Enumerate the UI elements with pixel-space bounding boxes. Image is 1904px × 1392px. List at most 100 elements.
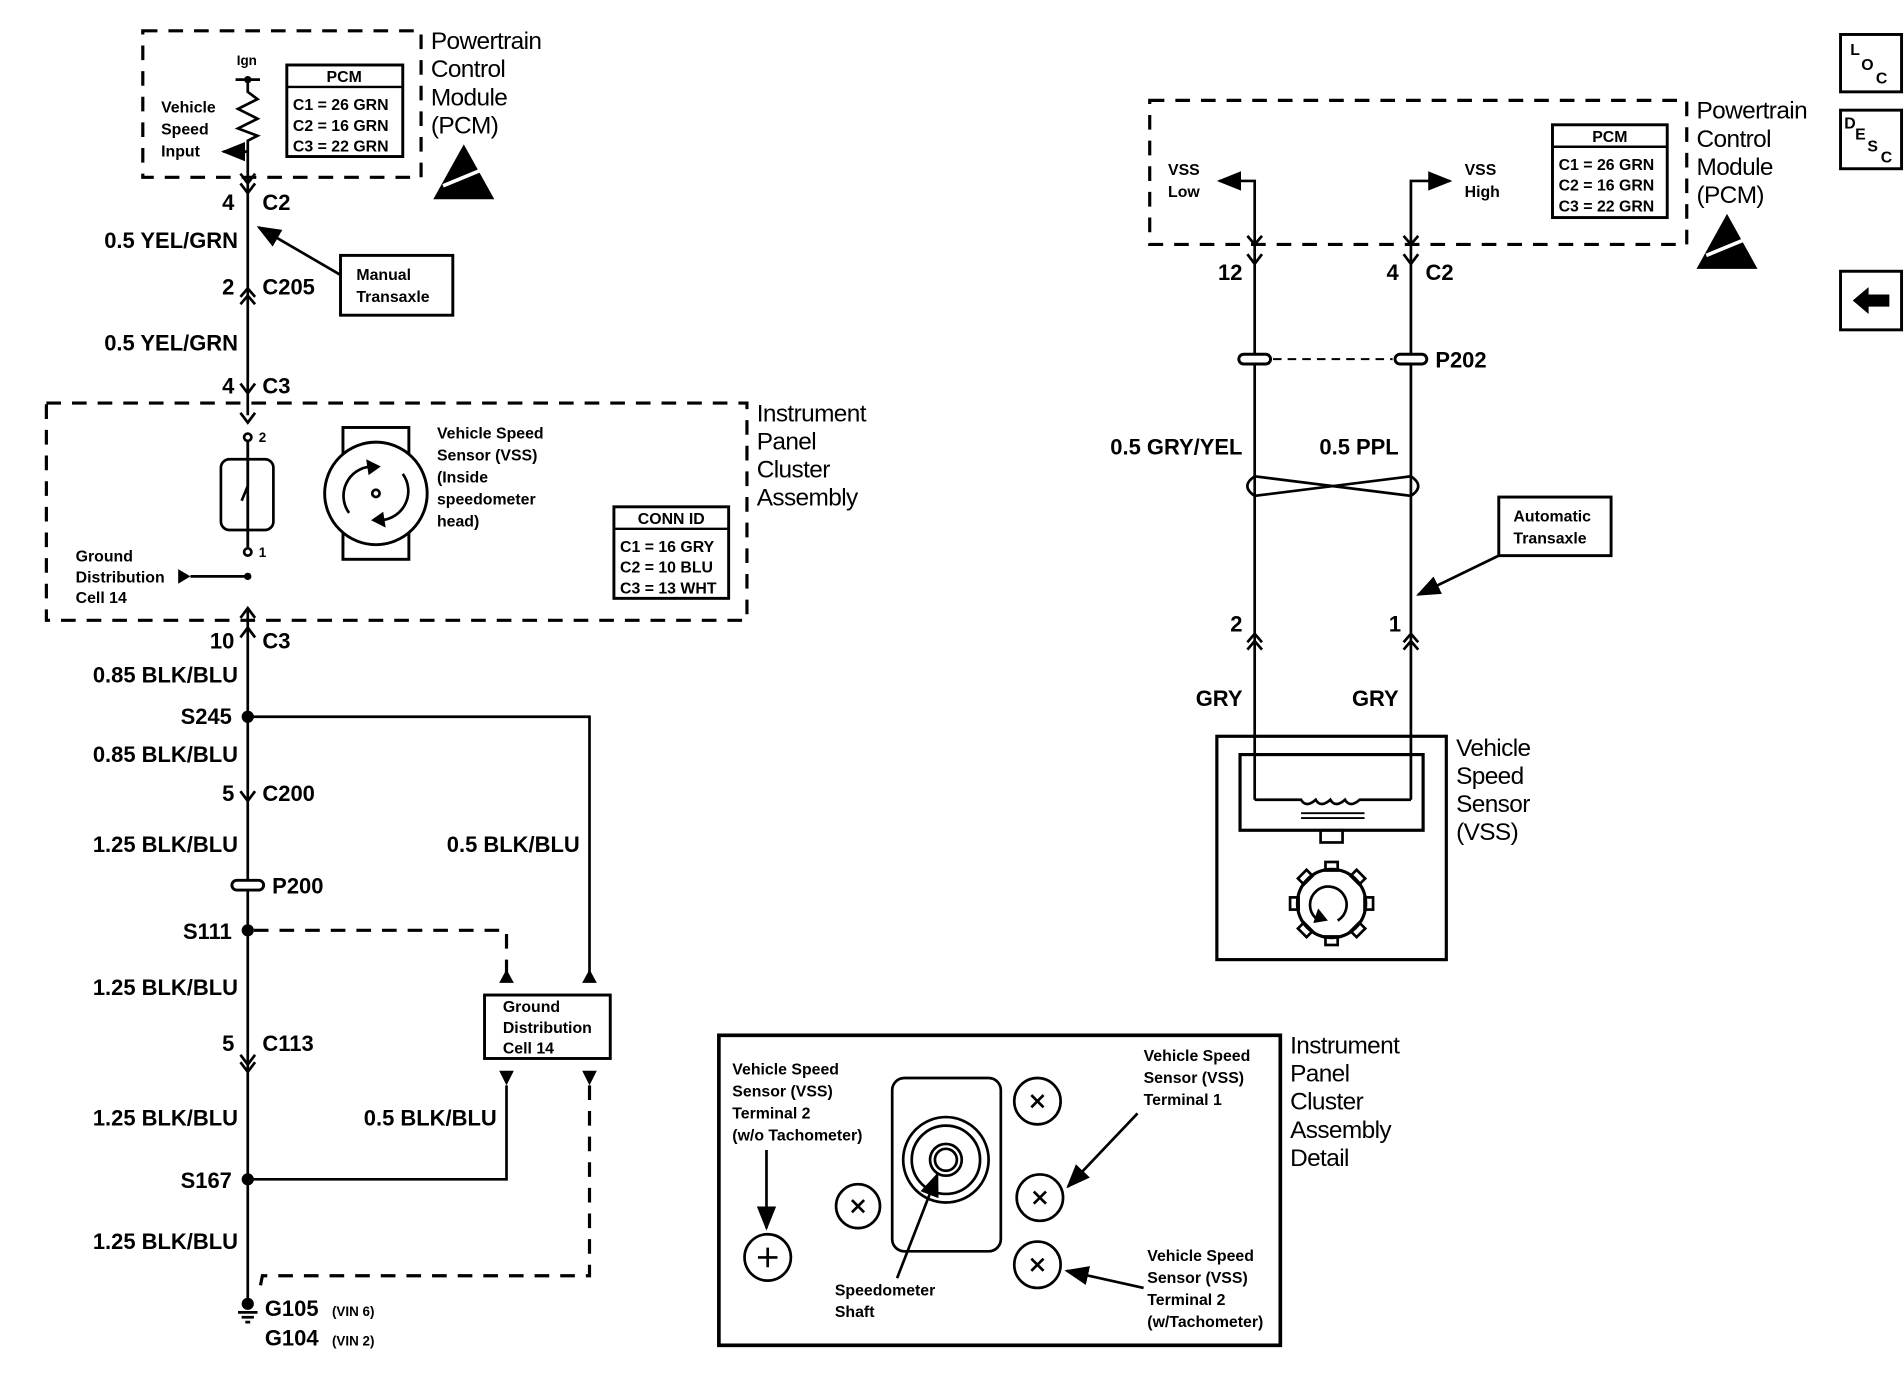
automatic-transaxle-callout: Automatic Transaxle — [1416, 495, 1613, 596]
wire-label: 1.25 BLK/BLU — [93, 832, 238, 857]
ground-g105: G105 — [265, 1296, 319, 1321]
svg-text:Manual: Manual — [356, 267, 411, 284]
svg-text:Terminal 2: Terminal 2 — [1147, 1292, 1225, 1309]
connector-c2: C2 — [1426, 260, 1454, 285]
svg-text:speedometer: speedometer — [437, 491, 536, 508]
svg-text:C3 = 13 WHT: C3 = 13 WHT — [620, 580, 717, 597]
ground-g104: G104 — [265, 1325, 319, 1350]
loc-letter: L — [1850, 42, 1860, 59]
screw-icon — [1012, 1076, 1062, 1126]
desc-button[interactable]: D E S C — [1839, 108, 1904, 171]
connector-c205: C205 — [262, 274, 314, 299]
svg-text:C3 = 22 GRN: C3 = 22 GRN — [1559, 198, 1655, 215]
svg-text:Transaxle: Transaxle — [1513, 530, 1586, 547]
wire-label: 0.5 BLK/BLU — [364, 1106, 497, 1131]
ground-icon — [238, 1297, 258, 1324]
svg-text:Panel: Panel — [1290, 1061, 1349, 1088]
pin-label: 12 — [1218, 260, 1242, 285]
gear-tooth — [1348, 920, 1368, 940]
connector-c3-lower: C3 — [262, 628, 290, 653]
svg-text:Assembly: Assembly — [1290, 1117, 1392, 1144]
svg-text:Vehicle Speed: Vehicle Speed — [1144, 1048, 1251, 1065]
connector-c3: C3 — [262, 373, 290, 398]
svg-text:head): head) — [437, 513, 479, 530]
svg-text:(PCM): (PCM) — [1697, 182, 1764, 209]
svg-text:Assembly: Assembly — [757, 485, 859, 512]
svg-text:PCM: PCM — [327, 69, 362, 86]
svg-text:C1 = 26 GRN: C1 = 26 GRN — [293, 97, 389, 114]
wire-label: 0.5 YEL/GRN — [104, 331, 238, 356]
svg-text:(VSS): (VSS) — [1456, 819, 1518, 846]
svg-text:Powertrain: Powertrain — [1697, 98, 1808, 125]
svg-text:C3 = 22 GRN: C3 = 22 GRN — [293, 139, 389, 156]
pcm-table: PCM C1 = 26 GRN C2 = 16 GRN C3 = 22 GRN — [1551, 123, 1669, 220]
pass-through-p200: P200 — [230, 874, 323, 899]
wire-label: 0.85 BLK/BLU — [93, 742, 238, 767]
gear-tooth — [1348, 867, 1368, 887]
manual-transaxle-callout: Manual Transaxle — [256, 226, 455, 317]
pin-label: 2 — [1230, 611, 1242, 636]
svg-text:Distribution: Distribution — [503, 1020, 592, 1037]
terminal-2-icon — [1012, 1240, 1062, 1290]
svg-text:1: 1 — [259, 545, 267, 560]
connector-pin: 10 — [210, 628, 234, 653]
svg-text:Cluster: Cluster — [757, 457, 831, 484]
conn-id-table: CONN ID C1 = 16 GRY C2 = 10 BLU C3 = 13 … — [612, 505, 731, 600]
svg-text:PCM: PCM — [1592, 129, 1627, 146]
wire-label: 1.25 BLK/BLU — [93, 975, 238, 1000]
right-wires — [1253, 244, 1413, 800]
svg-text:Vehicle Speed: Vehicle Speed — [1147, 1248, 1254, 1265]
svg-text:Transaxle: Transaxle — [356, 289, 429, 306]
svg-text:Instrument: Instrument — [1290, 1033, 1400, 1060]
gear-tooth — [1324, 935, 1340, 947]
wire-label: GRY — [1352, 686, 1399, 711]
gear-tooth — [1363, 896, 1375, 911]
svg-text:Sensor (VSS): Sensor (VSS) — [1147, 1270, 1247, 1287]
svg-text:Instrument: Instrument — [757, 400, 867, 427]
svg-text:(Inside: (Inside — [437, 469, 488, 486]
svg-text:Control: Control — [1697, 126, 1771, 153]
esd-warning-icon — [433, 144, 495, 200]
left-arrow-icon — [1852, 287, 1890, 314]
connector-pin: 5 — [222, 781, 234, 806]
svg-text:C1 = 16 GRY: C1 = 16 GRY — [620, 539, 715, 556]
wire-label: 0.5 PPL — [1319, 434, 1398, 459]
input-label: Vehicle — [161, 100, 216, 117]
back-button[interactable] — [1839, 269, 1904, 332]
connector-pin: 4 — [222, 373, 235, 398]
desc-letter: E — [1855, 126, 1866, 143]
ground-distribution-box: Ground Distribution Cell 14 — [483, 993, 612, 1060]
splice-s111 — [241, 924, 254, 937]
connector-c113: C113 — [262, 1031, 313, 1056]
svg-text:Low: Low — [1168, 184, 1200, 201]
desc-letter: D — [1844, 115, 1855, 132]
svg-text:Automatic: Automatic — [1513, 508, 1591, 525]
svg-text:Vehicle Speed: Vehicle Speed — [732, 1061, 839, 1078]
svg-text:P200: P200 — [272, 874, 323, 899]
vss-symbol — [323, 426, 429, 561]
svg-text:(w/o Tachometer): (w/o Tachometer) — [732, 1127, 862, 1144]
left-pcm-module: Powertrain Control Module (PCM) Ign Vehi… — [141, 28, 542, 200]
svg-text:Cluster: Cluster — [1290, 1089, 1364, 1116]
svg-text:Cell 14: Cell 14 — [503, 1041, 554, 1058]
svg-text:CONN ID: CONN ID — [638, 511, 705, 528]
connector-c200: C200 — [262, 781, 314, 806]
loc-button[interactable]: L O C — [1839, 33, 1904, 94]
svg-text:VSS: VSS — [1465, 162, 1497, 179]
right-pcm-module: Powertrain Control Module (PCM) VSS Low … — [1148, 98, 1808, 269]
svg-text:Ground: Ground — [76, 549, 133, 566]
svg-text:Speed: Speed — [1456, 763, 1524, 790]
input-label: Speed — [161, 122, 209, 139]
splice-label: S167 — [181, 1168, 232, 1193]
svg-text:Cell 14: Cell 14 — [76, 590, 127, 607]
svg-text:Speedometer: Speedometer — [835, 1282, 935, 1299]
pcm-title: Powertrain — [431, 28, 542, 55]
gear-tooth — [1296, 867, 1315, 887]
svg-text:Detail: Detail — [1290, 1145, 1349, 1172]
loc-letter: O — [1861, 57, 1873, 74]
screw-icon — [834, 1182, 882, 1230]
pin-label: 1 — [1389, 611, 1401, 636]
desc-letter: C — [1881, 150, 1893, 167]
gear-tooth — [1296, 920, 1315, 940]
svg-text:High: High — [1465, 184, 1500, 201]
